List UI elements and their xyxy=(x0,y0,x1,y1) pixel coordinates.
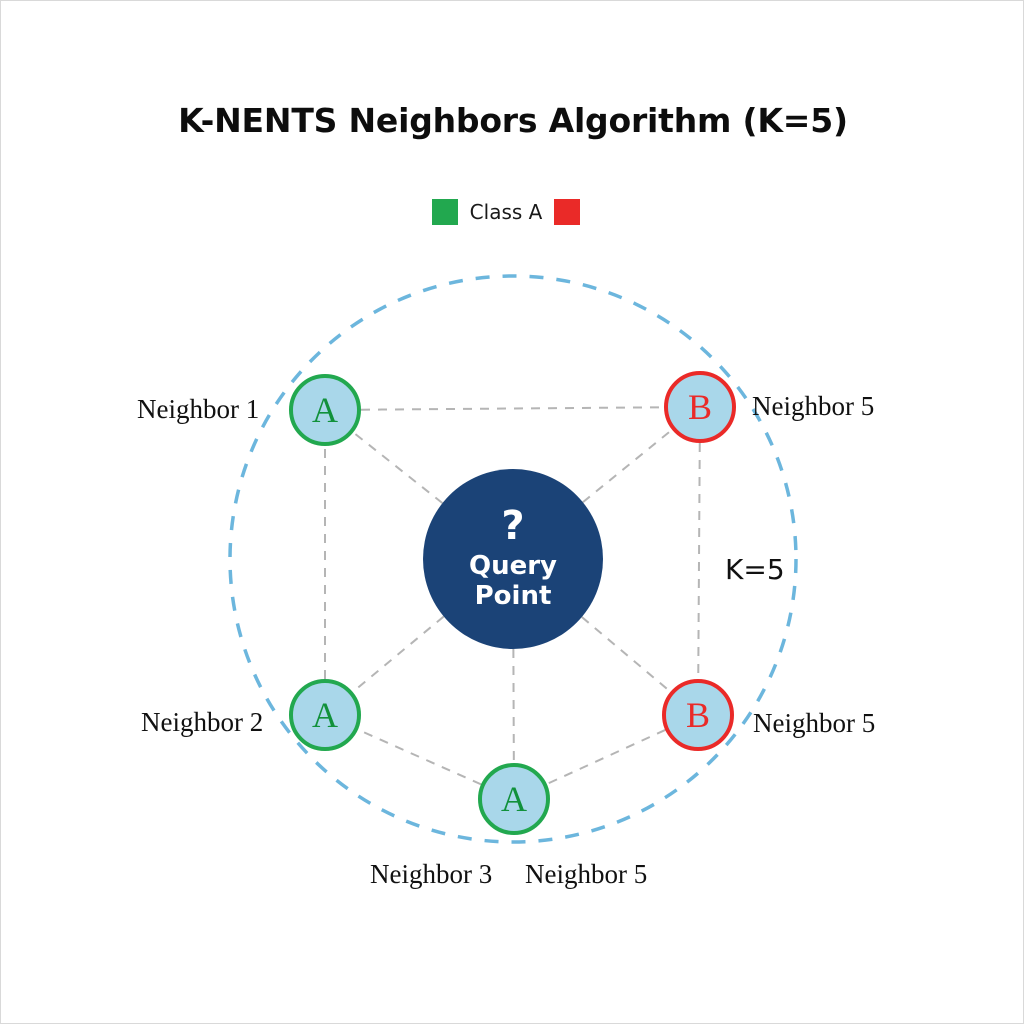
edge-query-to-n1 xyxy=(352,431,444,504)
neighbor-node-letter: B xyxy=(687,387,712,427)
query-point-node[interactable]: ? Query Point xyxy=(423,469,603,649)
edge-n2-to-n4 xyxy=(697,442,701,680)
question-mark-icon: ? xyxy=(501,503,525,550)
query-label-line-2: Point xyxy=(474,581,552,611)
neighbor-node-4[interactable]: B xyxy=(662,679,734,751)
edge-n5-to-n3 xyxy=(357,728,482,786)
neighbor-node-letter: A xyxy=(312,695,338,735)
edge-n4-to-n5 xyxy=(546,729,666,785)
neighbor-node-1[interactable]: A xyxy=(289,374,361,446)
page-title: K-NENTS Neighbors Algorithm (K=5) xyxy=(178,101,848,140)
neighbor-node-letter: A xyxy=(501,779,527,819)
legend-swatch-class-a xyxy=(431,199,458,225)
neighbor-node-5[interactable]: A xyxy=(478,763,550,835)
neighbor-node-letter: B xyxy=(685,695,710,735)
neighbor-node-letter: A xyxy=(312,390,338,430)
edge-layer xyxy=(324,406,701,786)
edge-n1-to-n2 xyxy=(360,406,665,411)
neighbor-label-1: Neighbor 1 xyxy=(137,394,260,424)
legend-swatch-class-b xyxy=(554,199,581,225)
edge-query-to-n4 xyxy=(581,616,672,693)
k-value-annotation: K=5 xyxy=(725,553,785,586)
neighbor-label-2: Neighbor 5 xyxy=(752,391,875,421)
k-boundary-circle xyxy=(228,274,798,844)
neighbor-label-4: Neighbor 5 xyxy=(753,708,876,738)
neighbor-5-bottom-label: Neighbor 5 xyxy=(525,859,648,889)
neighbor-label-3: Neighbor 2 xyxy=(141,707,264,737)
legend: Class A xyxy=(1,199,1023,225)
neighbor-label-5: Neighbor 3 xyxy=(370,859,493,889)
edge-query-to-n2 xyxy=(582,428,673,504)
query-label-line-1: Query xyxy=(468,551,558,582)
edge-query-to-n3 xyxy=(352,615,445,693)
neighbor-node-2[interactable]: B xyxy=(664,371,736,443)
legend-label-class-a: Class A xyxy=(469,200,543,224)
neighbor-node-3[interactable]: A xyxy=(289,679,361,751)
